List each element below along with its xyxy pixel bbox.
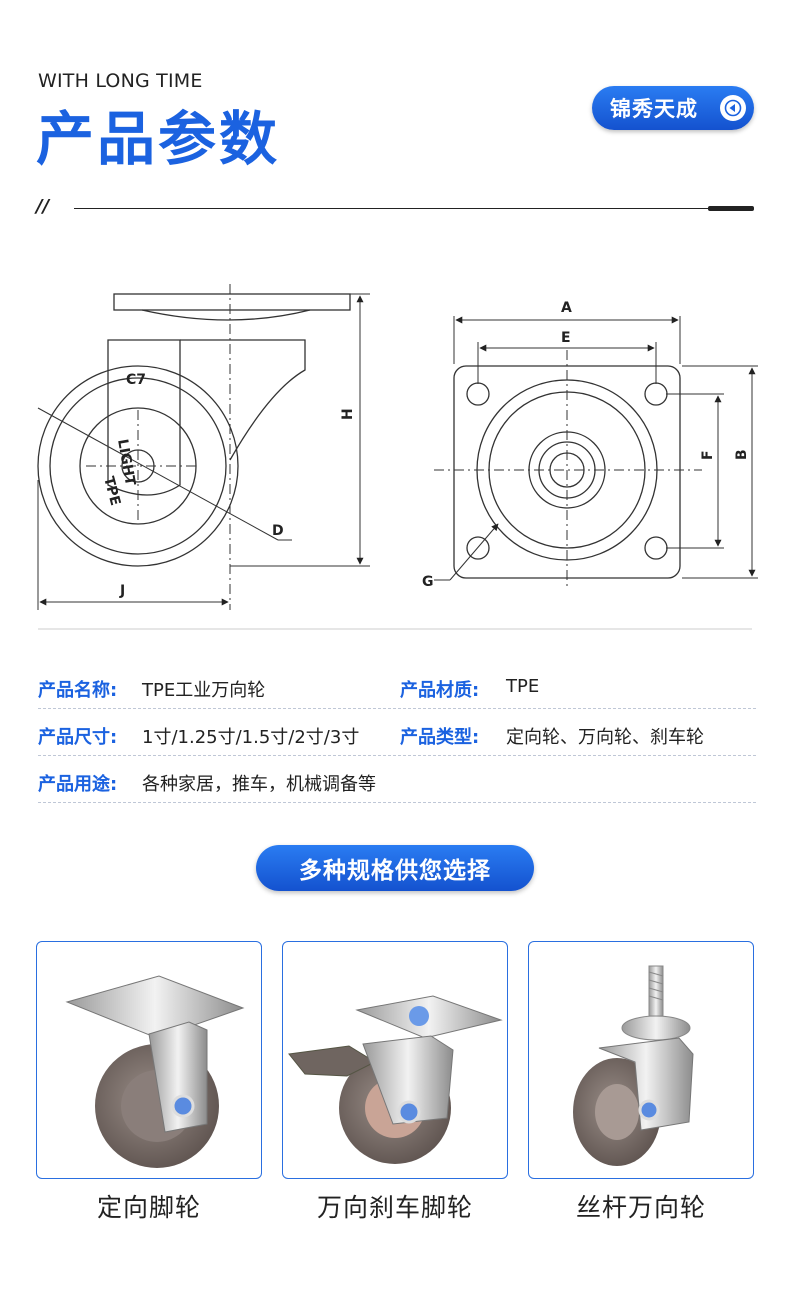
spec-label-name: 产品名称: bbox=[38, 680, 118, 701]
section-title-pill: 多种规格供您选择 bbox=[256, 845, 534, 891]
dim-label-d: D bbox=[272, 523, 284, 539]
product-card-brake[interactable] bbox=[282, 941, 508, 1179]
spec-value-use: 各种家居，推车，机械调备等 bbox=[142, 774, 376, 795]
spec-row-1: 产品名称: TPE工业万向轮 产品材质: TPE bbox=[38, 664, 756, 709]
spec-label-type: 产品类型: bbox=[400, 727, 480, 748]
wheel-text-tpe: TPE bbox=[100, 475, 123, 508]
wheel-logo-mark: C7 bbox=[126, 372, 146, 388]
spec-value-material: TPE bbox=[506, 676, 540, 697]
spec-value-name: TPE工业万向轮 bbox=[142, 680, 266, 701]
spec-value-size: 1寸/1.25寸/1.5寸/2寸/3寸 bbox=[142, 727, 360, 748]
side-view-drawing bbox=[37, 284, 370, 610]
top-view-drawing bbox=[434, 316, 758, 590]
page-subtitle: WITH LONG TIME bbox=[38, 70, 203, 92]
section-slashes: // bbox=[36, 196, 50, 217]
dim-label-g: G bbox=[422, 574, 434, 590]
dim-label-a: A bbox=[561, 300, 572, 316]
spec-row-2: 产品尺寸: 1寸/1.25寸/1.5寸/2寸/3寸 产品类型: 定向轮、万向轮、… bbox=[38, 711, 756, 756]
threaded-stem-caster-image bbox=[573, 965, 694, 1166]
header-divider-accent bbox=[708, 206, 754, 211]
dim-label-b: B bbox=[734, 449, 750, 460]
spec-label-size: 产品尺寸: bbox=[38, 727, 118, 748]
brand-name: 锦秀天成 bbox=[610, 97, 698, 121]
dim-label-f: F bbox=[700, 450, 716, 460]
spec-label-material: 产品材质: bbox=[400, 680, 480, 701]
product-card-stem[interactable] bbox=[528, 941, 754, 1179]
spec-label-use: 产品用途: bbox=[38, 774, 118, 795]
dim-label-h: H bbox=[340, 408, 356, 420]
dimension-diagram: C7 TPE LIGHT D H J bbox=[37, 284, 758, 610]
brand-badge: 锦秀天成 bbox=[592, 86, 754, 130]
dim-label-j: J bbox=[119, 583, 125, 599]
product-caption-fixed: 定向脚轮 bbox=[96, 1193, 201, 1222]
header-divider bbox=[74, 208, 710, 209]
product-caption-stem: 丝杆万向轮 bbox=[575, 1193, 706, 1222]
diagram-separator bbox=[38, 628, 752, 630]
page-title: 产品参数 bbox=[36, 105, 281, 173]
fixed-caster-image bbox=[65, 975, 245, 1168]
spec-value-type: 定向轮、万向轮、刹车轮 bbox=[506, 727, 704, 748]
spec-row-3: 产品用途: 各种家居，推车，机械调备等 bbox=[38, 758, 756, 803]
brake-caster-image bbox=[288, 995, 503, 1164]
product-caption-brake: 万向刹车脚轮 bbox=[316, 1193, 473, 1222]
dim-label-e: E bbox=[561, 330, 571, 346]
play-back-icon bbox=[720, 95, 746, 121]
product-card-fixed[interactable] bbox=[36, 941, 262, 1179]
